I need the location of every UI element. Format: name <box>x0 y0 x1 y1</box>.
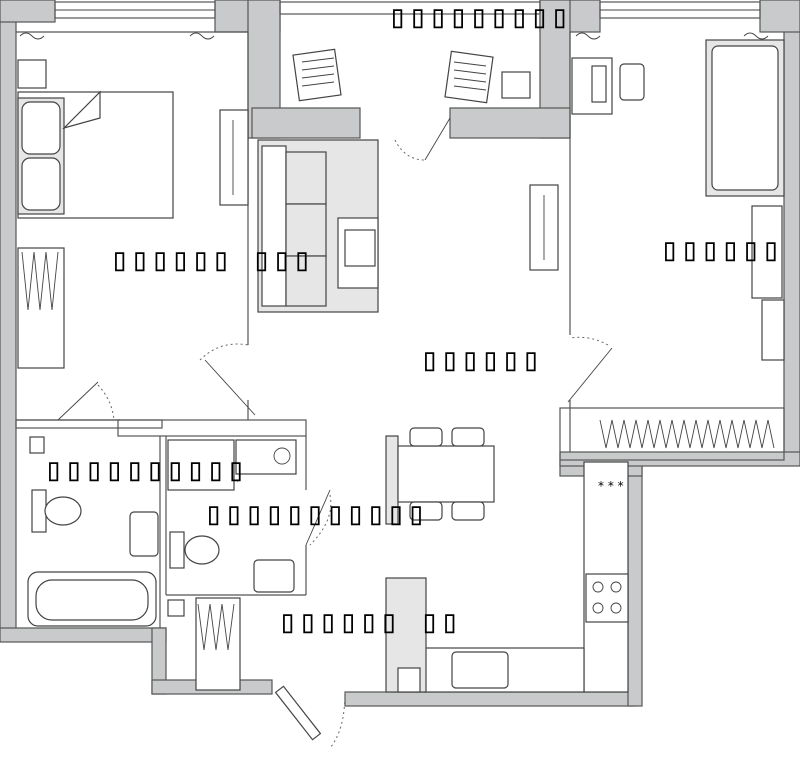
tv-icon <box>219 109 249 206</box>
table-icon <box>501 71 531 99</box>
sink-icon <box>451 651 509 689</box>
room-label-second-room: ▯▯▯▯▯▯ <box>660 230 782 268</box>
door-icon <box>329 691 346 749</box>
bathroom-fixtures <box>27 436 241 691</box>
toilet-icon <box>44 496 82 526</box>
pillow-icon <box>21 157 61 211</box>
walls <box>0 0 800 707</box>
chair-icon <box>451 427 485 447</box>
shower-icon <box>167 439 235 491</box>
chair-icon <box>444 50 494 104</box>
dining-table-icon <box>397 445 495 503</box>
living-furniture <box>257 139 559 525</box>
chair-icon <box>409 501 443 521</box>
room-label-bathroom: ▯▯▯▯▯▯▯▯▯▯ <box>44 450 247 488</box>
radiator-icon <box>19 32 769 40</box>
wall-top-right <box>759 0 800 33</box>
window-icon <box>279 1 541 15</box>
door-icon <box>199 343 249 361</box>
partitions <box>15 31 785 628</box>
toilet-icon <box>169 531 185 569</box>
wall-right-lower <box>627 461 643 707</box>
second-room-furniture <box>571 39 785 449</box>
wardrobe-icon <box>599 419 775 449</box>
room-label-hallway: ▯▯▯▯▯▯ ▯▯ <box>278 602 461 640</box>
room-label-balcony: ▯▯▯▯▯▯▯▯▯ <box>388 0 571 35</box>
door-icon <box>305 489 331 546</box>
chair-icon <box>409 427 443 447</box>
door-icon <box>309 494 332 546</box>
door-icon <box>569 336 609 346</box>
room-label-toilet: ▯▯▯▯▯▯▯▯▯▯▯ <box>204 494 427 532</box>
door-icon <box>394 139 426 161</box>
wardrobe-icon <box>761 299 785 361</box>
tv-icon <box>751 205 783 299</box>
door-icon <box>97 384 115 421</box>
wall-bottom-right <box>344 691 636 707</box>
wardrobe-icon <box>17 247 65 369</box>
room-label-kitchen-living: ▯▯▯▯▯▯ <box>420 340 542 378</box>
wall-balcony-stub-left <box>251 107 361 139</box>
door-icon <box>567 347 613 403</box>
chair-icon <box>619 63 645 101</box>
door-icon <box>204 359 256 416</box>
door-icon <box>424 117 451 161</box>
svg-text:* * *: * * * <box>598 479 624 493</box>
room-label-bedroom: ▯▯▯▯▯▯ ▯▯▯ <box>110 240 313 278</box>
door-icon <box>57 381 99 421</box>
wall-balcony-stub <box>449 107 571 139</box>
toilet-icon <box>31 489 47 533</box>
balcony-furniture <box>292 48 531 104</box>
sink-icon <box>253 559 295 593</box>
wall-bottom-left <box>0 627 167 643</box>
windows <box>19 1 769 40</box>
wall-left <box>0 17 17 641</box>
bedroom-furniture <box>17 59 249 369</box>
pillow-icon <box>21 101 61 155</box>
toilet-room-fixtures <box>167 439 297 593</box>
kitchen-furniture: * * * <box>385 461 629 693</box>
wall-top-left <box>0 0 56 23</box>
stove-icon <box>585 573 629 623</box>
sink-icon <box>129 511 159 557</box>
phone-icon <box>344 229 376 267</box>
chair-icon <box>292 48 342 102</box>
entry-door <box>274 685 322 741</box>
chair-icon <box>451 501 485 521</box>
washing-machine-icon <box>235 439 297 475</box>
wall-right-upper <box>783 17 800 465</box>
toilet-icon <box>184 535 220 565</box>
